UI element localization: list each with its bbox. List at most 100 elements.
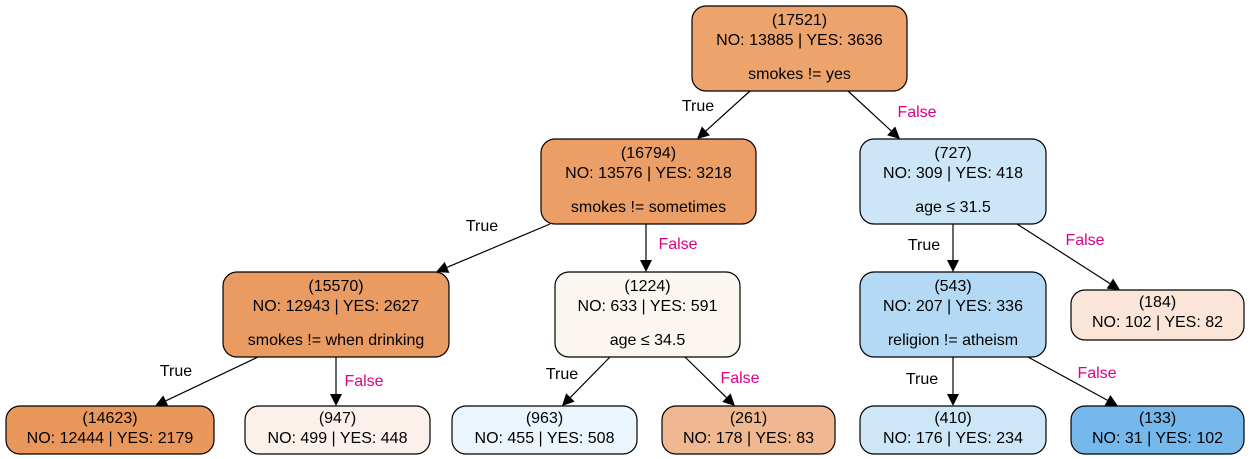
node-split-rule: age ≤ 34.5 [610,332,686,349]
node-split-rule: religion != atheism [888,332,1018,349]
node-class-counts: NO: 455 | YES: 508 [475,430,615,447]
node-box [1070,405,1245,455]
arrowhead-icon [1104,394,1118,406]
leaf-node: (14623) NO: 12444 | YES: 2179 [5,405,215,455]
edge-n4-n9: True [546,356,611,406]
node-class-counts: NO: 207 | YES: 336 [883,298,1023,315]
node-split-rule: smokes != when drinking [248,332,425,349]
node-box [540,138,757,225]
node-box [222,271,450,358]
edge-line [1027,356,1108,401]
edge-n1-n4: False [640,224,698,272]
edge-line [569,356,611,398]
decision-node: (1224) NO: 633 | YES: 591 age ≤ 34.5 [554,271,741,358]
leaf-node: (963) NO: 455 | YES: 508 [451,405,638,455]
edge-line [684,356,727,399]
node-sample-count: (261) [730,410,767,427]
node-class-counts: NO: 309 | YES: 418 [883,165,1023,182]
edge-n2-n6: False [1016,223,1120,290]
edge-n0-n2: False [847,90,937,139]
decision-node: (16794) NO: 13576 | YES: 3218 smokes != so… [540,138,757,225]
node-sample-count: (543) [934,278,971,295]
node-class-counts: NO: 12943 | YES: 2627 [253,298,420,315]
arrowhead-icon [697,126,710,139]
edge-label-true: True [546,366,578,383]
node-sample-count: (727) [934,145,971,162]
edge-line [446,223,551,268]
node-class-counts: NO: 633 | YES: 591 [578,298,718,315]
node-box [1070,289,1245,341]
node-class-counts: NO: 31 | YES: 102 [1092,430,1223,447]
node-box [5,405,215,455]
arrowhead-icon [640,260,652,272]
node-box [661,405,836,455]
node-box [859,271,1047,358]
node-class-counts: NO: 499 | YES: 448 [268,430,408,447]
decision-node: (17521) NO: 13885 | YES: 3636 smokes != ye… [691,5,908,92]
edge-label-true: True [160,363,192,380]
node-box [451,405,638,455]
node-box [691,5,908,92]
edge-label-true: True [466,218,498,235]
arrowhead-icon [562,393,575,406]
decision-node: (543) NO: 207 | YES: 336 religion != athei… [859,271,1047,358]
node-sample-count: (17521) [772,12,827,29]
node-box [859,138,1047,225]
leaf-node: (410) NO: 176 | YES: 234 [859,405,1047,455]
node-sample-count: (15570) [308,278,363,295]
decision-node: (15570) NO: 12943 | YES: 2627 smokes != wh… [222,271,450,358]
edge-label-false: False [720,370,759,387]
nodes-layer: (17521) NO: 13885 | YES: 3636 smokes != ye… [5,5,1245,455]
node-split-rule: smokes != yes [748,66,851,83]
edge-n5-n11: True [906,357,959,406]
node-split-rule: smokes != sometimes [571,199,726,216]
arrowhead-icon [947,260,959,272]
decision-node: (727) NO: 309 | YES: 418 age ≤ 31.5 [859,138,1047,225]
node-class-counts: NO: 176 | YES: 234 [883,430,1023,447]
arrowhead-icon [887,126,900,139]
leaf-node: (947) NO: 499 | YES: 448 [244,405,431,455]
edge-label-false: False [897,104,936,121]
arrowhead-icon [722,393,735,406]
edge-line [705,90,751,132]
arrowhead-icon [155,395,169,407]
node-box [244,405,431,455]
node-class-counts: NO: 102 | YES: 82 [1092,314,1223,331]
edge-n4-n10: False [684,356,760,406]
edge-line [1016,223,1111,285]
node-class-counts: NO: 13885 | YES: 3636 [716,32,883,49]
node-sample-count: (133) [1139,410,1176,427]
node-class-counts: NO: 12444 | YES: 2179 [27,430,194,447]
edge-n0-n1: True [682,90,751,139]
edge-label-false: False [344,373,383,390]
edge-n1-n3: True [436,218,551,273]
edge-label-true: True [906,371,938,388]
node-sample-count: (16794) [621,145,676,162]
leaf-node: (184) NO: 102 | YES: 82 [1070,289,1245,341]
node-sample-count: (1224) [624,278,670,295]
edge-n3-n8: False [330,357,384,406]
node-split-rule: age ≤ 31.5 [915,199,991,216]
leaf-node: (261) NO: 178 | YES: 83 [661,405,836,455]
node-sample-count: (963) [526,410,563,427]
edge-label-true: True [908,237,940,254]
edge-label-true: True [682,98,714,115]
edge-label-false: False [1077,365,1116,382]
node-sample-count: (947) [319,410,356,427]
arrowhead-icon [947,394,959,406]
node-sample-count: (184) [1139,294,1176,311]
node-box [554,271,741,358]
edge-line [165,356,259,402]
node-class-counts: NO: 178 | YES: 83 [683,430,814,447]
node-sample-count: (14623) [82,410,137,427]
edge-n3-n7: True [155,356,259,407]
node-sample-count: (410) [934,410,971,427]
edge-n5-n12: False [1027,356,1118,406]
node-class-counts: NO: 13576 | YES: 3218 [565,165,732,182]
edge-label-false: False [658,236,697,253]
edge-label-false: False [1065,232,1104,249]
arrowhead-icon [436,261,450,273]
edge-n2-n5: True [908,224,959,272]
